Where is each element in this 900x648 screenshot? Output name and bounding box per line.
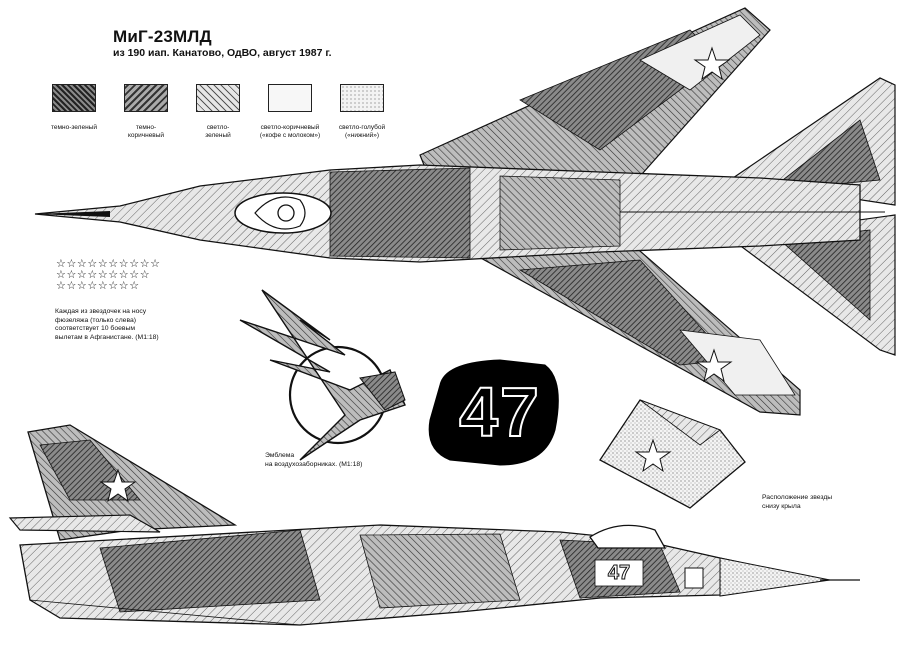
stars-row: ☆☆☆☆☆☆☆☆ <box>56 279 140 292</box>
plan-view <box>34 7 896 416</box>
page-subtitle: из 190 иап. Канатово, ОдВО, август 1987 … <box>113 47 332 59</box>
swatch-dark-green <box>52 84 96 112</box>
emblem-note: Эмблема на воздухозаборниках. (М1:18) <box>265 452 363 468</box>
swatch-label-dark-green: темно-зеленый <box>51 124 97 131</box>
emblem-drawing <box>239 289 406 461</box>
swatch-label-dark-brown: темно- коричневый <box>127 124 165 139</box>
side-board-number: 47 <box>607 562 631 585</box>
wing-underside-drawing <box>599 399 746 509</box>
board-number-badge <box>428 359 559 466</box>
swatch-light-brown <box>268 84 312 112</box>
swatch-light-blue <box>340 84 384 112</box>
mission-stars: ☆☆☆☆☆☆☆☆☆☆ ☆☆☆☆☆☆☆☆☆ ☆☆☆☆☆☆☆☆ <box>56 258 186 291</box>
wing-star-note: Расположение звезды снизу крыла <box>762 494 833 510</box>
swatch-label-light-brown: светло-коричневый («кофе с молоком») <box>259 124 321 139</box>
swatch-label-light-blue: светло-голубой («нижний») <box>338 124 386 139</box>
board-number: 47 <box>458 372 541 452</box>
stars-note: Каждая из звездочек на носу фюзеляжа (то… <box>55 308 159 341</box>
stars-row: ☆☆☆☆☆☆☆☆☆☆ <box>56 257 161 270</box>
swatch-light-green <box>196 84 240 112</box>
page-title: МиГ-23МЛД <box>113 27 212 46</box>
profile-view <box>8 424 860 626</box>
stars-row: ☆☆☆☆☆☆☆☆☆ <box>56 268 151 281</box>
swatch-label-light-green: светло- зеленый <box>205 124 231 139</box>
swatch-dark-brown <box>124 84 168 112</box>
